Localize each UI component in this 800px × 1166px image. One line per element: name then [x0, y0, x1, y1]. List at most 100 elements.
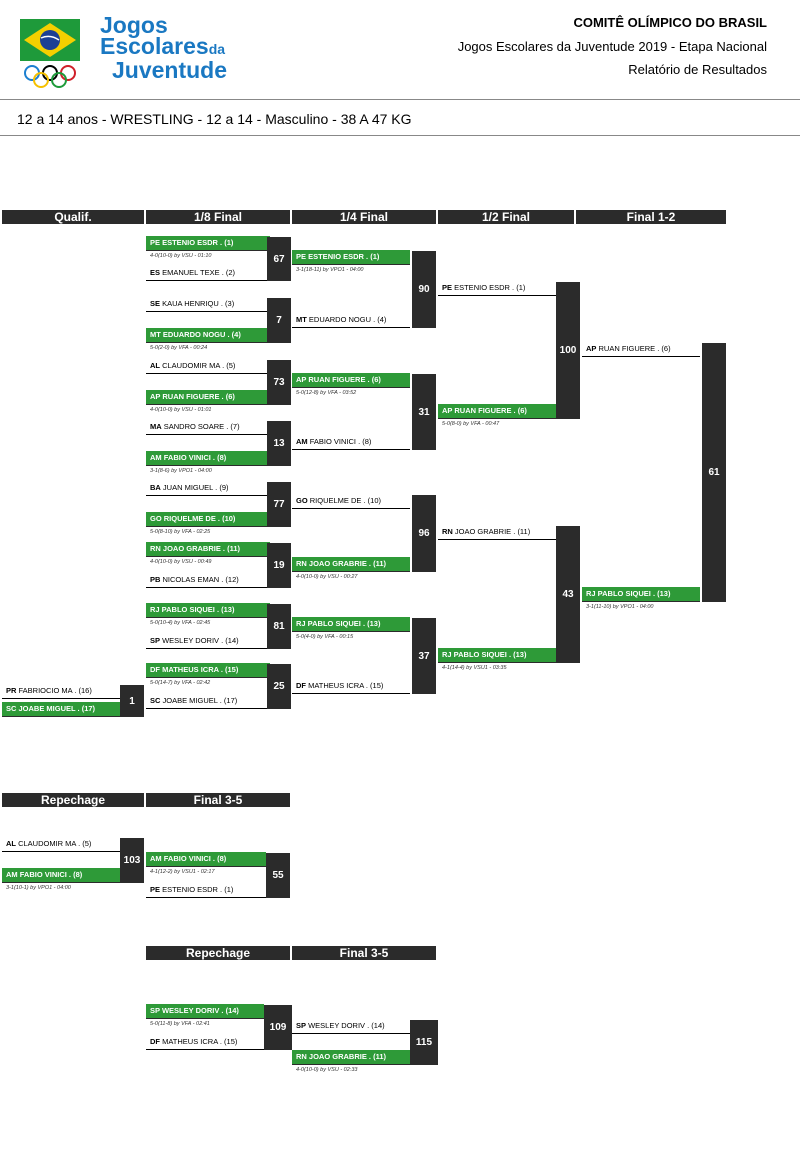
competitor-slot[interactable]: SC JOABE MIGUEL . (17): [2, 702, 120, 717]
competitor-slot[interactable]: RN JOAO GRABRIE . (11): [292, 1050, 410, 1065]
competitor-slot[interactable]: DF MATHEUS ICRA . (15): [146, 1035, 264, 1050]
bout-number[interactable]: 31: [412, 374, 436, 450]
competitor-slot[interactable]: AM FABIO VINICI . (8): [292, 435, 410, 450]
bout-number[interactable]: 37: [412, 618, 436, 694]
competitor-slot[interactable]: GO RIQUELME DE . (10): [292, 494, 410, 509]
competitor-slot[interactable]: SP WESLEY DORIV . (14): [146, 1004, 264, 1019]
competitor-slot[interactable]: RN JOAO GRABRIE . (11): [146, 542, 270, 557]
state-code: AP: [586, 344, 597, 353]
bout-number[interactable]: 103: [120, 838, 144, 883]
bout-number[interactable]: 96: [412, 495, 436, 572]
competitor-slot[interactable]: RJ PABLO SIQUEI . (13): [146, 603, 270, 618]
state-code: AM: [296, 437, 308, 446]
competitor-slot[interactable]: AP RUAN FIGUERE . (6): [582, 342, 700, 357]
competitor-slot[interactable]: SE KAUA HENRIQU . (3): [146, 297, 270, 312]
competitor-slot[interactable]: MA SANDRO SOARE . (7): [146, 420, 270, 435]
state-code: RN: [296, 559, 307, 568]
bout-result-detail: 5-0(11-8) by VFA - 02:41: [150, 1021, 210, 1027]
state-code: AP: [296, 375, 307, 384]
competitor-slot[interactable]: PE ESTENIO ESDR . (1): [438, 281, 556, 296]
competitor-slot[interactable]: PB NICOLAS EMAN . (12): [146, 573, 270, 588]
bout-number[interactable]: 19: [267, 543, 291, 588]
state-code: AM: [150, 854, 162, 863]
bout-number[interactable]: 90: [412, 251, 436, 328]
competitor-slot[interactable]: PR FABRIOCIO MA . (16): [2, 684, 120, 699]
athlete-name: RUAN FIGUERE . (6): [306, 375, 381, 384]
state-code: AM: [150, 453, 162, 462]
competitor-slot[interactable]: AP RUAN FIGUERE . (6): [146, 390, 270, 405]
competitor-slot[interactable]: AP RUAN FIGUERE . (6): [438, 404, 556, 419]
bout-number[interactable]: 115: [410, 1020, 438, 1065]
state-code: SP: [296, 1021, 307, 1030]
competitor-slot[interactable]: AP RUAN FIGUERE . (6): [292, 373, 410, 388]
competitor-slot[interactable]: AM FABIO VINICI . (8): [146, 451, 270, 466]
competitor-slot[interactable]: SC JOABE MIGUEL . (17): [146, 694, 270, 709]
bout-result-detail: 3-1(11-10) by VPO1 - 04:00: [586, 604, 654, 610]
bout-number[interactable]: 1: [120, 685, 144, 717]
competitor-slot[interactable]: MT EDUARDO NOGU . (4): [146, 328, 270, 343]
athlete-name: RUAN FIGUERE . (6): [596, 344, 671, 353]
competitor-slot[interactable]: PE ESTENIO ESDR . (1): [146, 236, 270, 251]
bout-number[interactable]: 109: [264, 1005, 292, 1050]
competitor-slot[interactable]: SP WESLEY DORIV . (14): [292, 1019, 410, 1034]
state-code: AP: [442, 406, 453, 415]
competitor-slot[interactable]: ES EMANUEL TEXE . (2): [146, 266, 270, 281]
bout-number[interactable]: 100: [556, 282, 580, 419]
bout-number[interactable]: 7: [267, 298, 291, 343]
competitor-slot[interactable]: AM FABIO VINICI . (8): [146, 852, 266, 867]
competitor-slot[interactable]: AM FABIO VINICI . (8): [2, 868, 120, 883]
state-code: SC: [150, 696, 161, 705]
athlete-name: CLAUDOMIR MA . (5): [160, 361, 236, 370]
bout-number[interactable]: 25: [267, 664, 291, 709]
state-code: DF: [150, 665, 160, 674]
athlete-name: FABRIOCIO MA . (16): [16, 686, 92, 695]
divider: [0, 135, 800, 136]
state-code: AM: [6, 870, 18, 879]
bout-result-detail: 4-0(10-0) by VSU - 01:10: [150, 253, 212, 259]
athlete-name: FABIO VINICI . (8): [161, 854, 227, 863]
bout-number[interactable]: 81: [267, 604, 291, 649]
competitor-slot[interactable]: SP WESLEY DORIV . (14): [146, 634, 270, 649]
page-title: 12 a 14 anos - WRESTLING - 12 a 14 - Mas…: [17, 111, 412, 127]
athlete-name: RUAN FIGUERE . (6): [160, 392, 235, 401]
bout-number[interactable]: 67: [267, 237, 291, 281]
competitor-slot[interactable]: RN JOAO GRABRIE . (11): [292, 557, 410, 572]
competitor-slot[interactable]: PE ESTENIO ESDR . (1): [292, 250, 410, 265]
athlete-name: RUAN FIGUERE . (6): [452, 406, 527, 415]
competitor-slot[interactable]: DF MATHEUS ICRA . (15): [146, 663, 270, 678]
bout-number[interactable]: 55: [266, 853, 290, 898]
athlete-name: JOABE MIGUEL . (17): [160, 696, 238, 705]
athlete-name: EMANUEL TEXE . (2): [160, 268, 236, 277]
state-code: RN: [150, 544, 161, 553]
competitor-slot[interactable]: RJ PABLO SIQUEI . (13): [292, 617, 410, 632]
bout-number[interactable]: 43: [556, 526, 580, 663]
competitor-slot[interactable]: DF MATHEUS ICRA . (15): [292, 679, 410, 694]
competitor-slot[interactable]: RN JOAO GRABRIE . (11): [438, 525, 556, 540]
bout-number[interactable]: 77: [267, 482, 291, 527]
athlete-name: WESLEY DORIV . (14): [306, 1021, 385, 1030]
state-code: GO: [150, 514, 162, 523]
organization-name: COMITÊ OLÍMPICO DO BRASIL: [573, 15, 767, 30]
competitor-slot[interactable]: BA JUAN MIGUEL . (9): [146, 481, 270, 496]
athlete-name: JOAO GRABRIE . (11): [306, 1052, 387, 1061]
bout-number[interactable]: 13: [267, 421, 291, 466]
bout-number[interactable]: 73: [267, 360, 291, 405]
competitor-slot[interactable]: RJ PABLO SIQUEI . (13): [438, 648, 556, 663]
athlete-name: PABLO SIQUEI . (13): [595, 589, 671, 598]
olympic-rings-icon: [24, 65, 76, 88]
competitor-slot[interactable]: PE ESTENIO ESDR . (1): [146, 883, 266, 898]
jogos-escolares-logo: Jogos Escolaresda Juventude: [18, 14, 250, 89]
state-code: ES: [150, 268, 161, 277]
competitor-slot[interactable]: AL CLAUDOMIR MA . (5): [146, 359, 270, 374]
competitor-slot[interactable]: MT EDUARDO NOGU . (4): [292, 313, 410, 328]
competitor-slot[interactable]: GO RIQUELME DE . (10): [146, 512, 270, 527]
competitor-slot[interactable]: RJ PABLO SIQUEI . (13): [582, 587, 700, 602]
athlete-name: ESTENIO ESDR . (1): [160, 885, 234, 894]
athlete-name: PABLO SIQUEI . (13): [451, 650, 527, 659]
bout-result-detail: 5-0(12-8) by VFA - 03:52: [296, 390, 357, 396]
athlete-name: FABIO VINICI . (8): [307, 437, 372, 446]
athlete-name: PABLO SIQUEI . (13): [305, 619, 381, 628]
bout-number[interactable]: 61: [702, 343, 726, 602]
column-header-qualif: Qualif.: [2, 210, 144, 224]
competitor-slot[interactable]: AL CLAUDOMIR MA . (5): [2, 837, 120, 852]
